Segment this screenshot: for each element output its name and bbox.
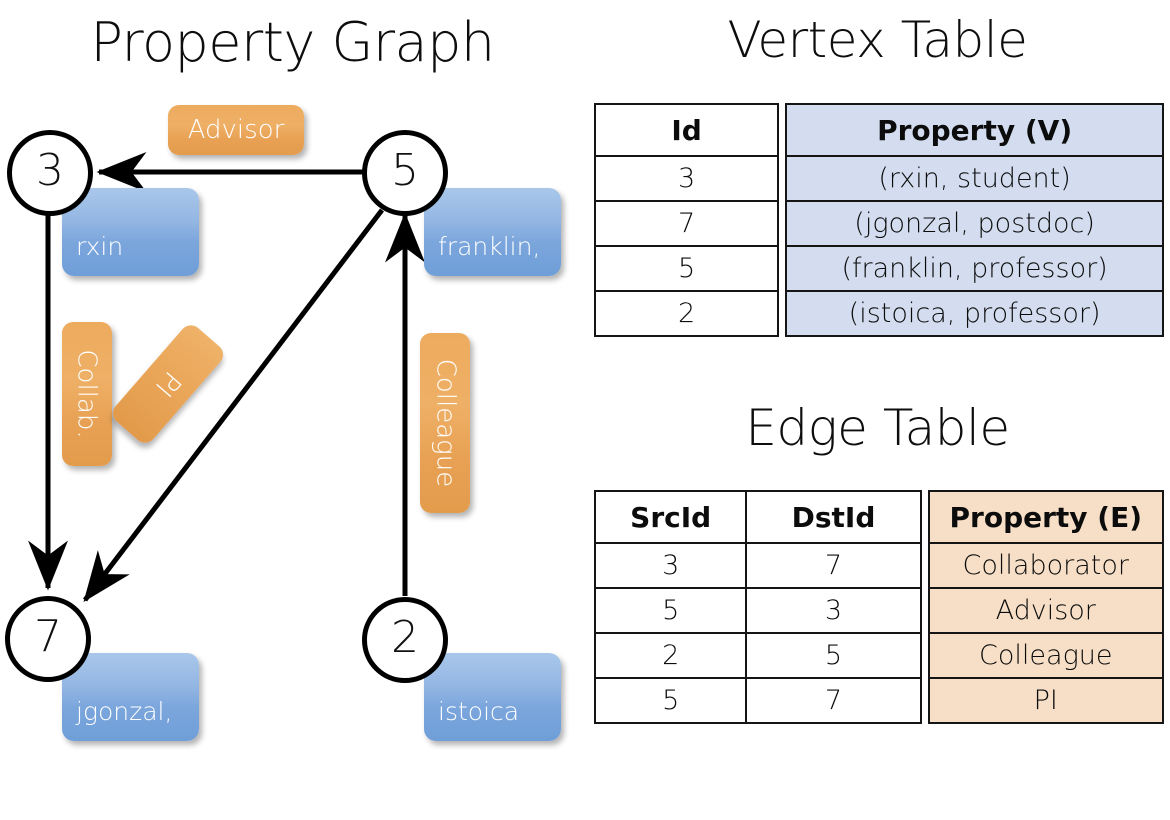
edge-row-1-property: Advisor	[927, 587, 1165, 634]
page-title-edge-table: Edge Table	[745, 399, 1010, 457]
vertex-table-column-gap	[778, 156, 787, 201]
edge-5-to-7	[83, 208, 384, 602]
edge-row-3-dst: 7	[745, 677, 922, 724]
vertex-table: Id Property (V) 3 (rxin, student) 7 (jgo…	[593, 103, 1164, 337]
node-property-5-line2: prof.	[438, 294, 494, 323]
edge-row-1-dst: 3	[745, 587, 922, 634]
node-property-3-line1: rxin	[76, 232, 124, 261]
vertex-table-column-gap	[778, 104, 787, 156]
vertex-table-column-gap	[778, 246, 787, 291]
page-title-property-graph: Property Graph	[90, 11, 495, 74]
vertex-table-header-property: Property (V)	[785, 103, 1164, 157]
page-title-vertex-table: Vertex Table	[727, 11, 1028, 69]
node-property-7-line1: jgonzal,	[76, 697, 173, 726]
edge-row-0-property: Collaborator	[927, 542, 1165, 589]
graph-node-2[interactable]: 2	[362, 597, 448, 683]
table-row: 5 (franklin, professor)	[593, 245, 1164, 292]
graph-node-5-label: 5	[391, 145, 419, 196]
table-row: 3 (rxin, student)	[593, 155, 1164, 202]
slide-root: Property Graph Advisor Collab.	[0, 0, 1165, 788]
edge-label-advisor: Advisor	[168, 105, 304, 155]
node-property-2-line2: prof.	[438, 759, 494, 788]
table-row: 2 (istoica, professor)	[593, 290, 1164, 337]
vertex-row-3-property: (istoica, professor)	[785, 290, 1164, 337]
table-row: 2 5 Colleague	[593, 632, 1165, 679]
edge-row-2-src: 2	[593, 632, 748, 679]
table-row: 5 3 Advisor	[593, 587, 1165, 634]
table-row: 5 7 PI	[593, 677, 1165, 724]
edge-table-column-gap	[920, 543, 929, 588]
edge-label-colleague-text: Colleague	[430, 358, 461, 488]
edge-label-pi-text: PI	[149, 365, 187, 403]
property-graph-diagram: Advisor Collab. PI Colleague rxin stu. f…	[0, 0, 585, 788]
edge-table-column-gap	[920, 491, 929, 543]
node-property-box-3: rxin stu.	[62, 188, 199, 323]
edge-table-column-gap	[920, 588, 929, 633]
graph-node-3[interactable]: 3	[7, 130, 93, 216]
vertex-table-header-row: Id Property (V)	[593, 103, 1164, 157]
edge-table: SrcId DstId Property (E) 3 7 Collaborato…	[593, 490, 1165, 724]
vertex-row-0-id: 3	[593, 155, 780, 202]
node-property-5-line1: franklin,	[438, 232, 541, 261]
graph-edges-layer	[28, 152, 425, 602]
edge-label-collab: Collab.	[62, 322, 112, 466]
vertex-table-column-gap	[778, 201, 787, 246]
graph-node-3-label: 3	[36, 145, 64, 196]
edge-row-0-src: 3	[593, 542, 748, 589]
edge-row-3-src: 5	[593, 677, 748, 724]
graph-node-5[interactable]: 5	[362, 130, 448, 216]
edge-row-3-property: PI	[927, 677, 1165, 724]
edge-table-header-srcid: SrcId	[593, 490, 748, 544]
edge-row-0-dst: 7	[745, 542, 922, 589]
edge-table-header-row: SrcId DstId Property (E)	[593, 490, 1165, 544]
vertex-row-0-property: (rxin, student)	[785, 155, 1164, 202]
graph-node-7[interactable]: 7	[5, 596, 91, 682]
edge-table-column-gap	[920, 678, 929, 723]
vertex-row-3-id: 2	[593, 290, 780, 337]
edge-label-collab-text: Collab.	[72, 349, 102, 439]
node-property-3-line2: stu.	[76, 294, 123, 323]
edge-label-advisor-text: Advisor	[187, 115, 285, 145]
node-property-box-2: istoica prof.	[424, 653, 561, 788]
edge-table-column-gap	[920, 633, 929, 678]
node-property-7-line2: pst.doc.	[76, 759, 176, 788]
vertex-row-1-id: 7	[593, 200, 780, 247]
edge-row-2-property: Colleague	[927, 632, 1165, 679]
edge-table-header-dstid: DstId	[745, 490, 922, 544]
node-property-box-5: franklin, prof.	[424, 188, 561, 323]
edge-row-1-src: 5	[593, 587, 748, 634]
vertex-table-header-id: Id	[593, 103, 780, 157]
edge-label-colleague: Colleague	[420, 333, 470, 513]
edge-row-2-dst: 5	[745, 632, 922, 679]
vertex-row-2-property: (franklin, professor)	[785, 245, 1164, 292]
table-row: 7 (jgonzal, postdoc)	[593, 200, 1164, 247]
graph-node-7-label: 7	[34, 611, 62, 662]
node-property-box-7: jgonzal, pst.doc.	[62, 653, 199, 788]
node-property-2-line1: istoica	[438, 697, 520, 726]
edge-table-header-property: Property (E)	[927, 490, 1165, 544]
table-row: 3 7 Collaborator	[593, 542, 1165, 589]
vertex-row-2-id: 5	[593, 245, 780, 292]
vertex-row-1-property: (jgonzal, postdoc)	[785, 200, 1164, 247]
graph-node-2-label: 2	[391, 612, 419, 663]
vertex-table-column-gap	[778, 291, 787, 336]
